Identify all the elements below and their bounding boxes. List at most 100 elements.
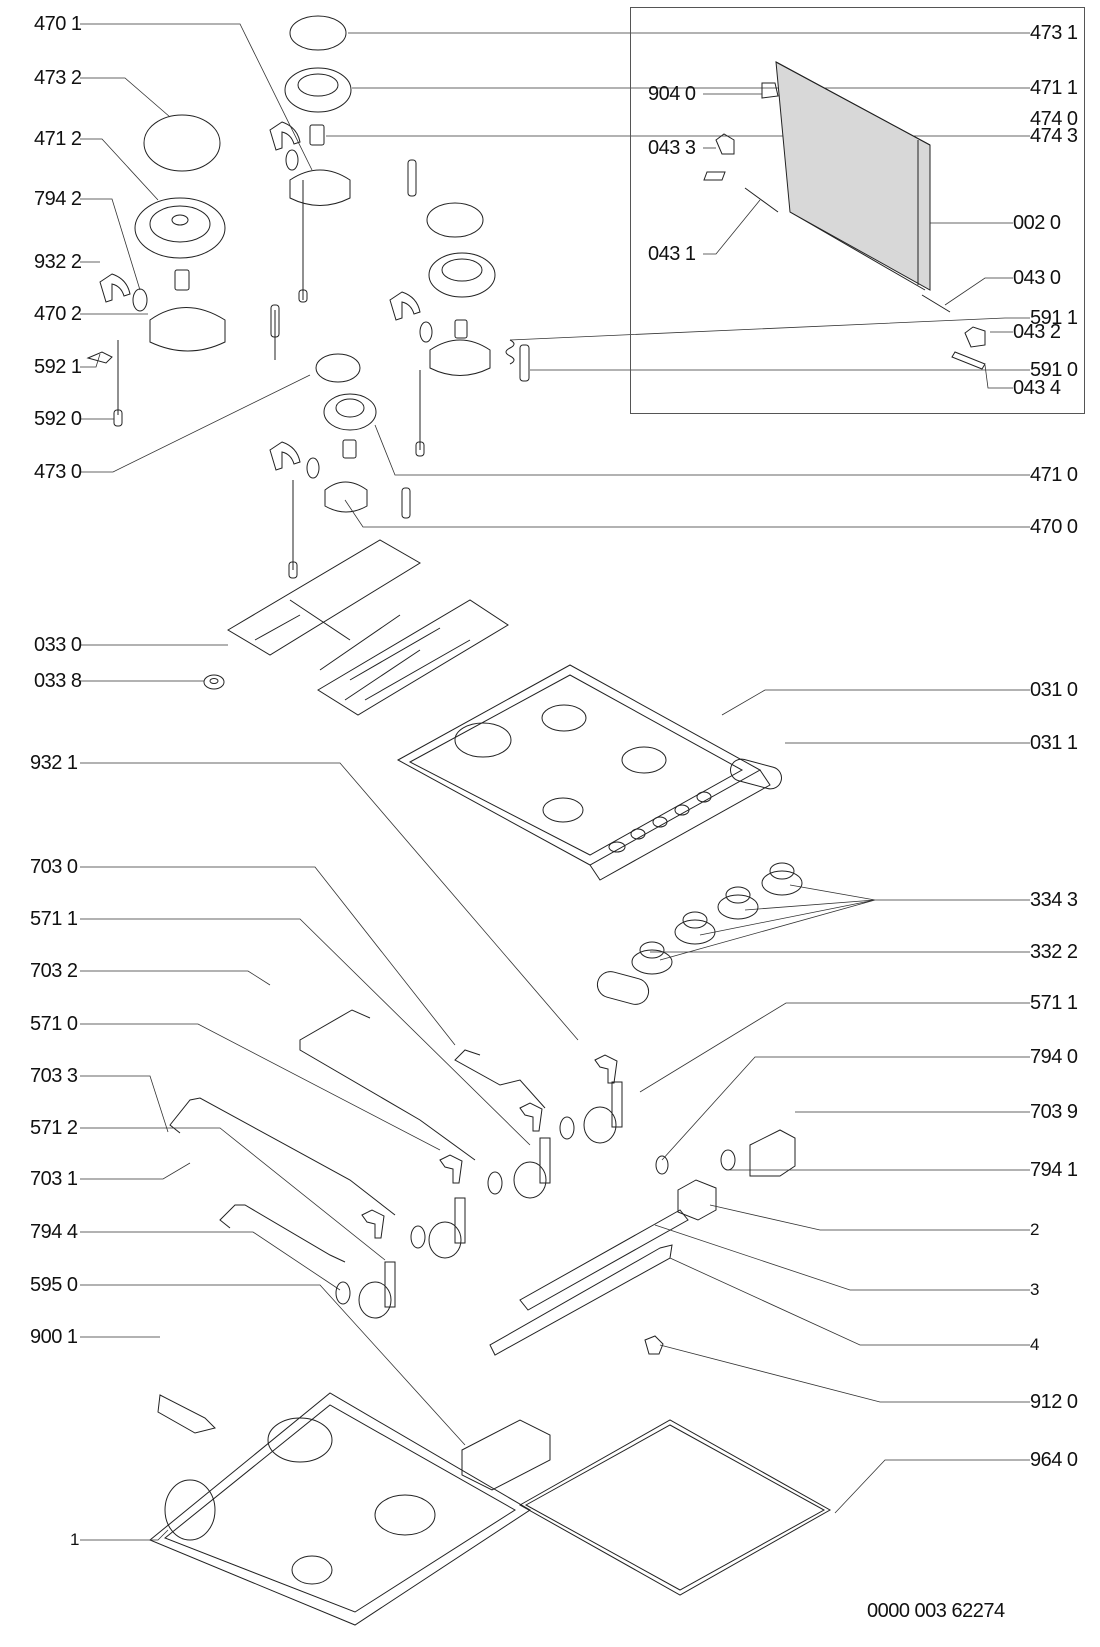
- part-label-470-1: 470 1: [34, 13, 82, 35]
- part-label-043-2: 043 2: [1013, 321, 1061, 343]
- part-label-592-0: 592 0: [34, 408, 82, 430]
- pipe-703-1: [219, 1204, 346, 1263]
- part-label-794-1: 794 1: [1030, 1159, 1078, 1181]
- part-label-043-3: 043 3: [648, 137, 696, 159]
- burner-cap-473-1: [289, 15, 347, 51]
- part-label-703-3: 703 3: [30, 1065, 78, 1087]
- part-label-794-4: 794 4: [30, 1221, 78, 1243]
- part-label-033-8: 033 8: [34, 670, 82, 692]
- injector-474-3: [309, 124, 325, 146]
- part-label-471-1: 471 1: [1030, 77, 1078, 99]
- gas-manifold-3: [519, 1209, 689, 1311]
- part-label-332-2: 332 2: [1030, 941, 1078, 963]
- part-label-900-1: 900 1: [30, 1326, 78, 1348]
- part-label-334-3: 334 3: [1030, 889, 1078, 911]
- part-label-3: 3: [1030, 1280, 1039, 1299]
- seal-794-1: [720, 1149, 736, 1171]
- drawer-inset-frame: [630, 7, 1085, 414]
- part-label-471-2: 471 2: [34, 128, 82, 150]
- part-label-571-0: 571 0: [30, 1013, 78, 1035]
- part-label-470-2: 470 2: [34, 303, 82, 325]
- cover-031-1: [730, 758, 782, 790]
- spring-043-1: [744, 187, 779, 213]
- ignition-plug-591-0: [519, 344, 530, 382]
- ignition-unit-595-0: [461, 1419, 551, 1491]
- part-label-595-0: 595 0: [30, 1274, 78, 1296]
- part-label-932-1: 932 1: [30, 752, 78, 774]
- seal-794-0: [655, 1155, 669, 1175]
- hob-top-031-0: [396, 664, 762, 866]
- part-label-2: 2: [1030, 1220, 1039, 1239]
- part-label-904-0: 904 0: [648, 83, 696, 105]
- cap-904-0: [761, 82, 779, 99]
- seal-794-4: [335, 1281, 351, 1305]
- part-label-912-0: 912 0: [1030, 1391, 1078, 1413]
- clamp-900-1: [157, 1394, 216, 1434]
- part-label-703-1: 703 1: [30, 1168, 78, 1190]
- screw-912-0: [644, 1335, 664, 1355]
- burner-cap-473-2: [143, 114, 221, 172]
- part-label-4: 4: [1030, 1335, 1039, 1354]
- part-label-474-3: 474 3: [1030, 125, 1078, 147]
- part-label-703-2: 703 2: [30, 960, 78, 982]
- document-number: 0000 003 62274: [867, 1600, 1005, 1622]
- part-label-571-1-right: 571 1: [1030, 992, 1078, 1014]
- leader-lines: [80, 23, 1030, 1541]
- part-label-473-0: 473 0: [34, 461, 82, 483]
- part-label-473-2: 473 2: [34, 67, 82, 89]
- nut-2: [677, 1179, 717, 1221]
- part-label-794-2: 794 2: [34, 188, 82, 210]
- part-label-571-1: 571 1: [30, 908, 78, 930]
- gasket-964-0: [518, 1419, 832, 1596]
- part-label-591-0: 591 0: [1030, 359, 1078, 381]
- part-label-031-1: 031 1: [1030, 732, 1078, 754]
- burner-crown-471-2: [134, 197, 226, 259]
- part-label-1: 1: [70, 1530, 79, 1549]
- thermocouple-clip-592-1: [86, 351, 113, 364]
- spring-043-0: [921, 294, 951, 313]
- part-label-470-0: 470 0: [1030, 516, 1078, 538]
- hinge-043-2: [964, 326, 986, 348]
- part-label-002-0: 002 0: [1013, 212, 1061, 234]
- burner-base-470-2: [149, 307, 226, 352]
- burner-crown-471-1: [284, 67, 352, 113]
- plate-043-4: [951, 351, 986, 370]
- pipe-703-2: [299, 1009, 476, 1161]
- pipe-703-0: [454, 1049, 546, 1109]
- burner-crown-471-0: [323, 393, 377, 431]
- elbow-703-9: [749, 1129, 796, 1177]
- seal-ring-794-2: [132, 288, 148, 312]
- part-label-471-0: 471 0: [1030, 464, 1078, 486]
- clip-932-2: [99, 273, 131, 303]
- part-label-474-0: 474 0: [1030, 108, 1078, 130]
- control-knobs-334-3: [631, 862, 803, 975]
- injector: [174, 269, 190, 291]
- part-label-571-2: 571 2: [30, 1117, 78, 1139]
- part-label-031-0: 031 0: [1030, 679, 1078, 701]
- part-label-043-4: 043 4: [1013, 377, 1061, 399]
- part-label-703-9: 703 9: [1030, 1101, 1078, 1123]
- part-label-703-0: 703 0: [30, 856, 78, 878]
- part-label-043-1: 043 1: [648, 243, 696, 265]
- bracket-4: [489, 1244, 673, 1356]
- part-label-033-0: 033 0: [34, 634, 82, 656]
- ignition-plug-591: [270, 304, 280, 338]
- part-label-473-1: 473 1: [1030, 22, 1078, 44]
- burner-base-470-1: [289, 169, 351, 206]
- pan-support-033-0: [227, 539, 421, 656]
- burner-base-470-0: [324, 481, 368, 513]
- part-label-932-2: 932 2: [34, 251, 82, 273]
- gas-valves: [358, 1081, 623, 1319]
- burner-cap-473-0: [315, 353, 361, 383]
- part-label-964-0: 964 0: [1030, 1449, 1078, 1471]
- foot-033-8: [203, 674, 225, 690]
- spring-591-1: [505, 339, 515, 365]
- part-label-043-0: 043 0: [1013, 267, 1061, 289]
- cover-332-2: [596, 971, 650, 1005]
- part-label-591-1: 591 1: [1030, 307, 1078, 329]
- hinge-043-3: [715, 133, 735, 155]
- part-label-592-1: 592 1: [34, 356, 82, 378]
- part-label-794-0: 794 0: [1030, 1046, 1078, 1068]
- inset-drawer-assembly: [703, 61, 1013, 389]
